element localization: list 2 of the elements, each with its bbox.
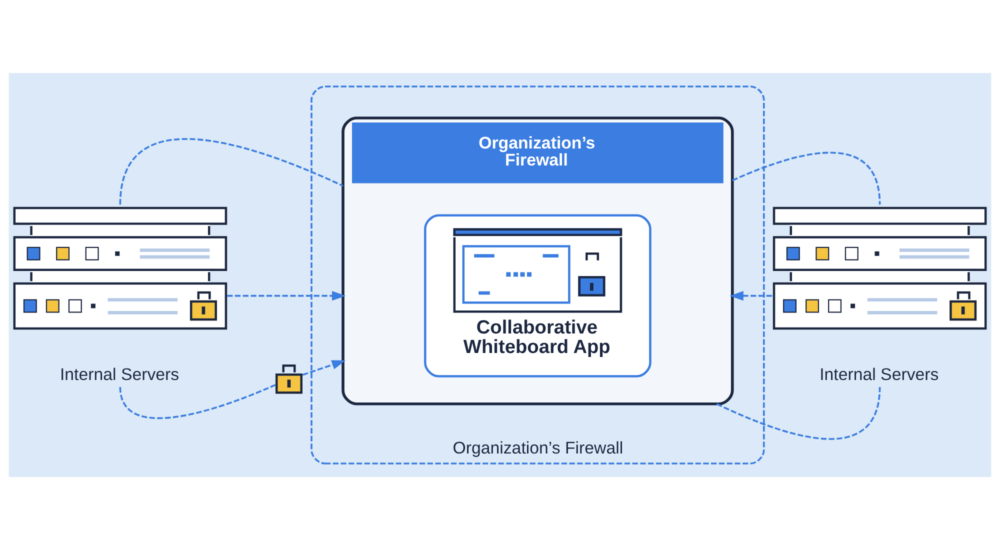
node-label: Internal Servers: [820, 364, 939, 384]
node-label: Internal Servers: [60, 364, 180, 384]
